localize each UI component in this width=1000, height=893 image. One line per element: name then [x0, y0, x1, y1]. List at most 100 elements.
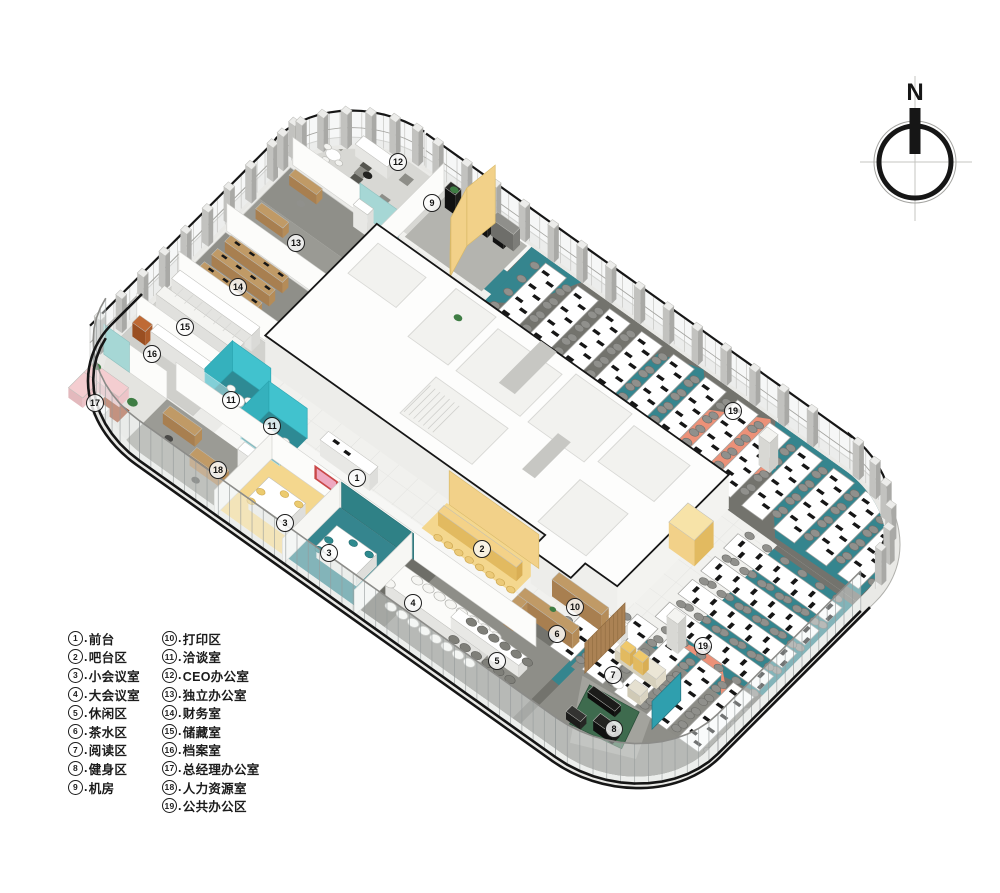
- room-marker-independent-office: 13: [287, 234, 305, 252]
- legend-item: 9.机房: [68, 778, 140, 797]
- north-label: N: [906, 79, 923, 106]
- legend-item: 17.总经理办公室: [161, 759, 260, 778]
- legend-item-number: 15: [161, 723, 177, 739]
- legend-item-label: 阅读区: [88, 744, 128, 759]
- legend-item-label: 洽谈室: [182, 651, 222, 666]
- legend-item-dot: .: [84, 724, 88, 739]
- legend-item-number: 2: [68, 649, 83, 665]
- room-marker-talk-room-a: 11: [222, 391, 240, 409]
- room-marker-bar-area: 2: [473, 540, 491, 558]
- room-marker-hr-room: 18: [209, 461, 227, 479]
- legend-item-label: 总经理办公室: [182, 762, 260, 777]
- legend-item-number: 17: [161, 760, 177, 776]
- room-marker-reading-area: 7: [604, 666, 622, 684]
- room-marker-ceo-office: 12: [389, 153, 407, 171]
- legend-item-dot: .: [84, 761, 88, 776]
- legend-item-label: 大会议室: [88, 688, 140, 703]
- legend-item-number: 14: [161, 705, 177, 721]
- legend-item-number: 18: [161, 779, 177, 795]
- room-marker-open-office-north: 19: [724, 402, 742, 420]
- legend-item: 18.人力资源室: [161, 778, 260, 797]
- legend-item: 19.公共办公区: [161, 796, 260, 815]
- legend-item-label: 小会议室: [88, 669, 140, 684]
- legend-item-dot: .: [177, 687, 182, 702]
- legend-item-label: 打印区: [182, 632, 222, 647]
- legend-item-label: 机房: [88, 781, 115, 796]
- legend-item-dot: .: [84, 705, 88, 720]
- legend-item-number: 6: [68, 723, 83, 739]
- room-marker-print-area: 10: [566, 598, 584, 616]
- legend-item-label: 人力资源室: [182, 781, 247, 796]
- legend-item: 8.健身区: [68, 759, 140, 778]
- legend-item-number: 8: [68, 760, 83, 776]
- legend-item-number: 4: [68, 686, 83, 702]
- legend-item-dot: .: [177, 631, 182, 646]
- room-marker-archive-room: 16: [143, 345, 161, 363]
- legend-item-label: 前台: [88, 632, 115, 647]
- room-marker-finance-room: 14: [229, 278, 247, 296]
- legend-item-dot: .: [177, 742, 182, 757]
- room-marker-gym-area: 8: [605, 720, 623, 738]
- legend-item: 2.吧台区: [68, 648, 140, 667]
- legend-item-number: 1: [68, 630, 83, 646]
- legend-item-number: 9: [68, 779, 83, 795]
- legend-item-label: 储藏室: [182, 725, 222, 740]
- legend-item-dot: .: [177, 705, 182, 720]
- legend-item-label: 吧台区: [88, 651, 128, 666]
- north-arrow: N: [860, 76, 972, 221]
- legend-item-label: 财务室: [182, 707, 222, 722]
- legend-item: 1.前台: [68, 629, 140, 648]
- room-marker-gm-office: 17: [86, 394, 104, 412]
- north-needle: [909, 108, 921, 154]
- legend-item-dot: .: [177, 761, 182, 776]
- legend-item: 13.独立办公室: [161, 685, 260, 704]
- room-marker-small-meeting-room-b: 3: [320, 544, 338, 562]
- legend-item-label: 健身区: [88, 762, 128, 777]
- room-marker-leisure-area: 5: [488, 652, 506, 670]
- legend-item-dot: .: [84, 631, 88, 646]
- room-marker-storage-room: 15: [176, 318, 194, 336]
- legend-item: 5.休闲区: [68, 703, 140, 722]
- legend-item: 14.财务室: [161, 703, 260, 722]
- legend-item-label: 独立办公室: [182, 688, 247, 703]
- room-marker-tea-area: 6: [548, 625, 566, 643]
- legend-item-label: CEO办公室: [182, 669, 250, 684]
- legend-item-label: 公共办公区: [182, 800, 247, 815]
- legend-item-dot: .: [177, 668, 182, 683]
- legend-item-number: 10: [161, 630, 177, 646]
- legend-item: 10.打印区: [161, 629, 260, 648]
- legend-item-number: 12: [161, 667, 177, 683]
- legend-item: 11.洽谈室: [161, 648, 260, 667]
- legend-item-number: 7: [68, 742, 83, 758]
- legend-item-dot: .: [84, 742, 88, 757]
- legend-item: 16.档案室: [161, 741, 260, 760]
- legend-item-label: 休闲区: [88, 707, 128, 722]
- legend-item-number: 5: [68, 705, 83, 721]
- legend-item-dot: .: [84, 668, 88, 683]
- room-marker-small-meeting-room-a: 3: [276, 514, 294, 532]
- legend-item-number: 19: [161, 798, 177, 814]
- legend-item-number: 3: [68, 667, 83, 683]
- legend-item: 7.阅读区: [68, 741, 140, 760]
- legend-item-dot: .: [177, 780, 182, 795]
- legend-item-dot: .: [177, 649, 182, 664]
- legend-item-dot: .: [84, 780, 88, 795]
- room-marker-talk-room-b: 11: [263, 417, 281, 435]
- legend-item-dot: .: [177, 724, 182, 739]
- room-marker-large-meeting-room: 4: [404, 594, 422, 612]
- legend-item-label: 茶水区: [88, 725, 128, 740]
- legend-item-dot: .: [84, 649, 88, 664]
- legend-item: 12.CEO办公室: [161, 666, 260, 685]
- legend-item-number: 16: [161, 742, 177, 758]
- legend-item-number: 13: [161, 686, 177, 702]
- room-marker-open-office-south: 19: [694, 637, 712, 655]
- legend-item: 15.储藏室: [161, 722, 260, 741]
- legend-item: 3.小会议室: [68, 666, 140, 685]
- legend-item-label: 档案室: [182, 744, 222, 759]
- legend-item: 4.大会议室: [68, 685, 140, 704]
- legend-item: 6.茶水区: [68, 722, 140, 741]
